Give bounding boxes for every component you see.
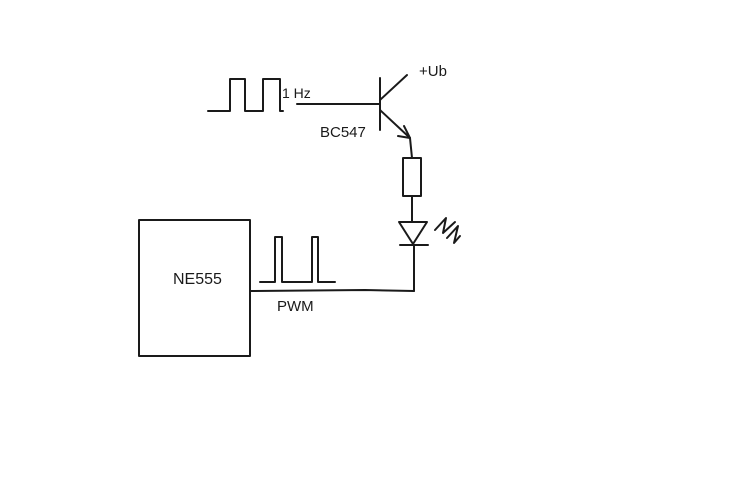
ic-label: NE555 <box>173 271 222 288</box>
supply-label: +Ub <box>419 63 447 80</box>
clock-square-wave <box>207 78 284 112</box>
pwm-wire <box>249 289 415 292</box>
transistor-collector <box>379 74 408 101</box>
ne555-ic-box <box>138 219 251 357</box>
resistor <box>402 157 422 197</box>
led-light-arrow-icon <box>434 217 456 234</box>
clock-frequency-label: 1 Hz <box>282 85 311 101</box>
transistor-emitter <box>379 109 411 139</box>
transistor-label: BC547 <box>320 124 366 141</box>
pwm-label: PWM <box>277 298 314 315</box>
pwm-pulse-wave <box>259 236 336 283</box>
led-light-arrow-icon <box>446 225 461 244</box>
emitter-wire <box>409 137 413 159</box>
led-diode <box>398 221 428 245</box>
